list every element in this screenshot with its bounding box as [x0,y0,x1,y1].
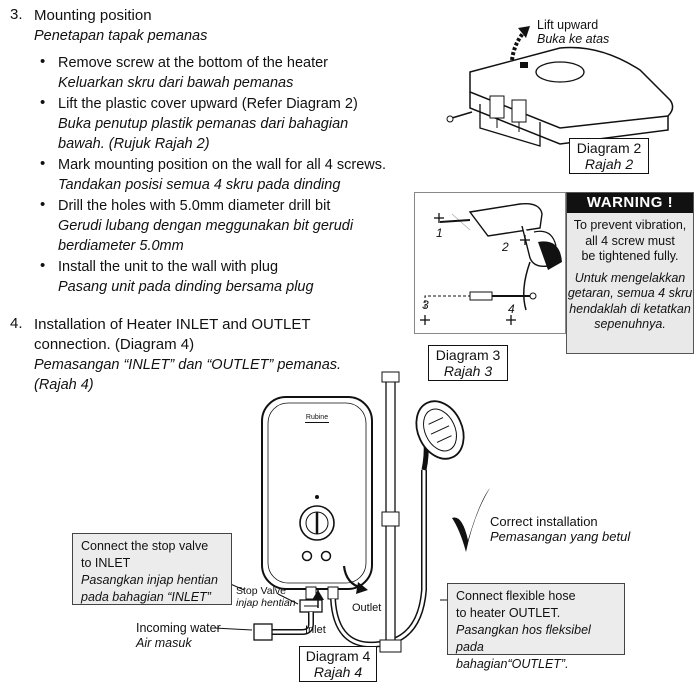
bullet-2-ms-2: bawah. (Rujuk Rajah 2) [58,136,210,152]
section-4-title-1: Installation of Heater INLET and OUTLET [34,316,311,333]
warning-heading: WARNING ! [567,193,693,213]
section-3-title-ms: Penetapan tapak pemanas [34,28,208,44]
diagram-4-caption-box: Diagram 4 Rajah 4 [299,646,377,682]
lift-upward-label-ms: Buka ke atas [537,32,610,46]
bullet-2-en: Lift the plastic cover upward (Refer Dia… [58,96,358,112]
diagram-3-caption-box: Diagram 3 Rajah 3 [428,345,508,381]
bullet-2-ms-1: Buka penutup plastik pemanas dari bahagi… [58,116,349,132]
bullet-marker: • [40,257,46,274]
warning-box: WARNING ! To prevent vibration, all 4 sc… [566,192,694,354]
incoming-water-label-ms: Air masuk [136,636,192,650]
callout-outlet-ms-1: Pasangkan hos fleksibel pada [456,623,591,654]
section-4-title-ms-2: (Rajah 4) [34,377,94,393]
diagram-2-caption-box: Diagram 2 Rajah 2 [569,138,649,174]
inlet-label: Inlet [305,624,326,636]
section-4-number: 4. [10,315,23,332]
bullet-marker: • [40,155,46,172]
point-1-label: 1 [436,226,443,240]
lift-upward-label: Lift upward [537,18,599,32]
callout-outlet-en-1: Connect flexible hose [456,589,576,603]
diagram-3-caption: Diagram 3 [435,347,501,363]
section-4-title-2: connection. (Diagram 4) [34,336,195,353]
point-3-label: 3 [422,298,429,312]
bullet-4-ms-2: berdiameter 5.0mm [58,238,184,254]
bullet-marker: • [40,94,46,111]
correct-installation-label-ms: Pemasangan yang betul [490,529,631,544]
callout-inlet-en-1: Connect the stop valve [81,539,209,553]
warning-ms-3: hendaklah di ketatkan [569,301,691,316]
bullet-4-ms-1: Gerudi lubang dengan meggunakan bit geru… [58,218,354,234]
warning-ms-1: Untuk mengelakkan [574,270,686,285]
bullet-5-ms: Pasang unit pada dinding bersama plug [58,279,314,295]
outlet-label: Outlet [352,602,382,614]
callout-inlet-ms-1: Pasangkan injap hentian [81,573,218,587]
callout-inlet-ms-2: pada bahagian “INLET” [81,590,211,604]
warning-ms-2: getaran, semua 4 skru [567,286,693,300]
section-3-title: Mounting position [34,7,152,24]
stop-valve-label-ms: injap hentian [236,597,296,609]
stop-valve-label: Stop Valve [236,585,287,597]
diagram-2-caption: Diagram 2 [576,140,642,156]
warning-en-3: be tightened fully. [581,249,679,263]
callout-inlet-en-2: to INLET [81,556,131,570]
correct-installation-label: Correct installation [490,514,598,529]
diagram-4-caption-ms: Rajah 4 [313,664,363,680]
point-4-label: 4 [508,302,515,316]
bullet-marker: • [40,196,46,213]
point-2-label: 2 [502,240,509,254]
bullet-3-en: Mark mounting position on the wall for a… [58,157,387,173]
callout-outlet-ms-2: bahagian“OUTLET”. [456,657,569,671]
callout-outlet-en-2: to heater OUTLET. [456,606,561,620]
diagram-2-caption-ms: Rajah 2 [584,156,634,172]
bullet-4-en: Drill the holes with 5.0mm diameter dril… [58,198,331,214]
brand-logo: Rubine [305,414,329,423]
bullet-1-ms: Keluarkan skru dari bawah pemanas [58,75,294,91]
callout-inlet: Connect the stop valve to INLET Pasangka… [72,533,232,605]
bullet-1-en: Remove screw at the bottom of the heater [58,55,328,71]
callout-outlet: Connect flexible hose to heater OUTLET. … [447,583,625,671]
section-3-number: 3. [10,6,23,23]
bullet-5-en: Install the unit to the wall with plug [58,259,279,275]
diagram-4-caption: Diagram 4 [305,648,371,664]
warning-ms-4: sepenuhnya. [594,317,666,331]
warning-en-2: all 4 screw must [585,233,675,248]
bullet-marker: • [40,53,46,70]
incoming-water-label: Incoming water [136,621,221,635]
bullet-3-ms: Tandakan posisi semua 4 skru pada dindin… [58,177,341,193]
diagram-3-caption-ms: Rajah 3 [443,363,493,379]
warning-en-1: To prevent vibration, [573,218,687,232]
section-4-title-ms-1: Pemasangan “INLET” dan “OUTLET” pemanas. [34,357,342,373]
